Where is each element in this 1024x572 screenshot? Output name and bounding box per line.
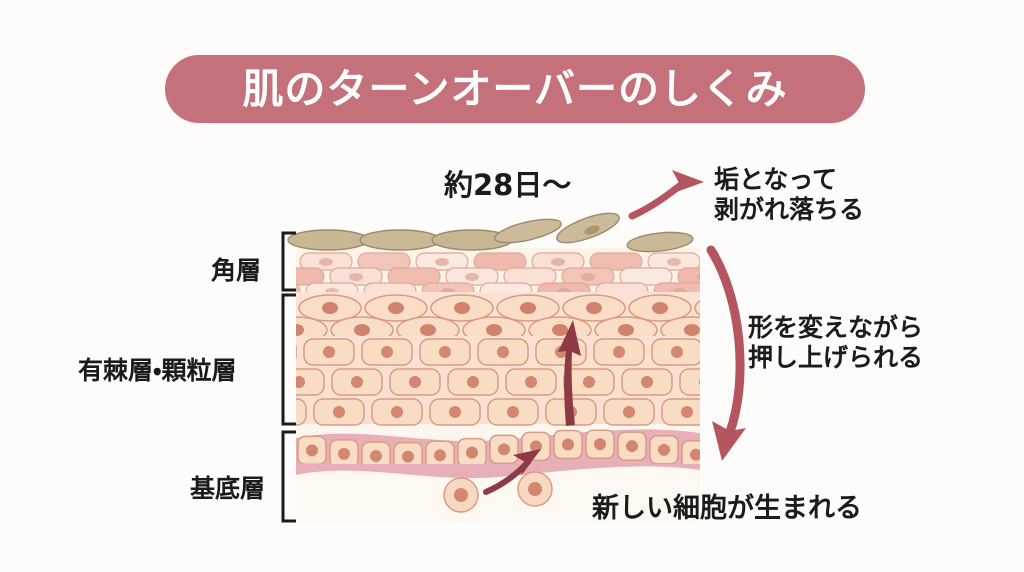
horny-layer-cells bbox=[296, 252, 700, 292]
cycle-arrow bbox=[706, 245, 746, 461]
label-pushed-up: 形を変えながら 押し上げられる bbox=[748, 313, 924, 372]
label-cycle-duration: 約28日〜 bbox=[444, 168, 572, 202]
bracket-horny bbox=[281, 231, 296, 292]
new-basal-cells bbox=[443, 471, 553, 513]
page-title-pill: 肌のターンオーバーのしくみ bbox=[165, 55, 865, 123]
bracket-basal bbox=[281, 430, 296, 523]
page-title: 肌のターンオーバーのしくみ bbox=[242, 64, 788, 113]
push-up-arrow bbox=[558, 320, 581, 426]
label-shedding: 垢となって 剥がれ落ちる bbox=[714, 165, 865, 224]
new-cell-arrow bbox=[483, 449, 541, 495]
label-new-cells: 新しい細胞が生まれる bbox=[592, 493, 862, 524]
layer-label-basal: 基底層 bbox=[190, 474, 266, 503]
spinous-layer-cells bbox=[296, 338, 700, 426]
detaching-corneocyte-flakes bbox=[494, 212, 694, 253]
layer-label-middle: 有棘層・顆粒層 bbox=[78, 356, 237, 385]
bracket-middle bbox=[281, 293, 296, 426]
layer-label-horny: 角層 bbox=[211, 256, 262, 285]
layer-brackets bbox=[281, 231, 296, 523]
granular-layer-cells bbox=[296, 294, 700, 336]
shedding-arrow bbox=[628, 170, 704, 220]
attached-corneocytes bbox=[287, 229, 513, 251]
